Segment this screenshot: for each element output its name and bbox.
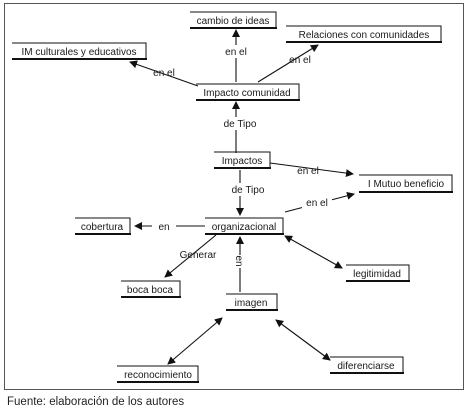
node-impactos: Impactos: [222, 156, 263, 167]
edge-imagen-diferenciarse: [275, 319, 331, 361]
edge-org-legitimidad: [284, 235, 343, 269]
node-frame-impacto: [196, 83, 300, 100]
edge-org-boca: [164, 234, 217, 278]
edge-label-de-tipo-lower: de Tipo: [232, 185, 265, 196]
node-mutuo-beneficio: I Mutuo beneficio: [368, 179, 445, 190]
node-frame-cobertura: [75, 217, 131, 234]
node-frame-relaciones: [286, 25, 442, 42]
edge-impactos-mutuo: [269, 162, 354, 178]
node-frame-mutuo: [359, 174, 453, 192]
node-frame-imagen: [226, 293, 278, 310]
node-frame-reconocimiento: [117, 365, 199, 382]
edge-label-en-el-mutuo: en el: [297, 166, 319, 177]
edge-label-en-el-org-mutuo: en el: [306, 198, 328, 209]
node-cobertura: cobertura: [81, 222, 124, 233]
node-frame-boca: [121, 280, 181, 297]
node-frame-diferenciarse: [330, 356, 404, 373]
edge-impacto-im: [129, 60, 199, 87]
node-frame-im: [12, 42, 147, 59]
figure-caption: Fuente: elaboración de los autores: [7, 396, 185, 408]
edge-imagen-reconocimiento: [167, 317, 223, 365]
edge-label-generar: Generar: [180, 250, 217, 261]
node-frame-legitimidad: [346, 264, 410, 281]
node-im-culturales: IM culturales y educativos: [21, 47, 136, 58]
edge-label-en-el-relaciones: en el: [289, 55, 311, 66]
node-frame-org: [205, 217, 284, 234]
edge-label-en-el-im: en el: [153, 68, 175, 79]
edge-label-de-tipo-upper: de Tipo: [224, 119, 257, 130]
node-diferenciarse: diferenciarse: [337, 361, 395, 372]
edge-label-en-cobertura: en: [158, 222, 169, 233]
diagram-frame: [4, 3, 464, 390]
node-reconocimiento: reconocimiento: [124, 370, 192, 381]
node-cambio-de-ideas: cambio de ideas: [197, 16, 270, 27]
node-organizacional: organizacional: [212, 222, 277, 233]
edge-impacto-relaciones: [257, 44, 319, 83]
node-impacto-comunidad: Impacto comunidad: [203, 88, 290, 99]
edge-label-en-imagen: en: [233, 255, 244, 266]
node-frame-cambio: [190, 11, 277, 28]
node-frame-impactos: [214, 151, 271, 168]
node-imagen: imagen: [235, 298, 268, 309]
node-relaciones-con-comunidades: Relaciones con comunidades: [299, 30, 430, 41]
node-boca-boca: boca boca: [127, 285, 174, 296]
edge-label-en-el-cambio: en el: [225, 47, 247, 58]
node-legitimidad: legitimidad: [353, 269, 401, 280]
